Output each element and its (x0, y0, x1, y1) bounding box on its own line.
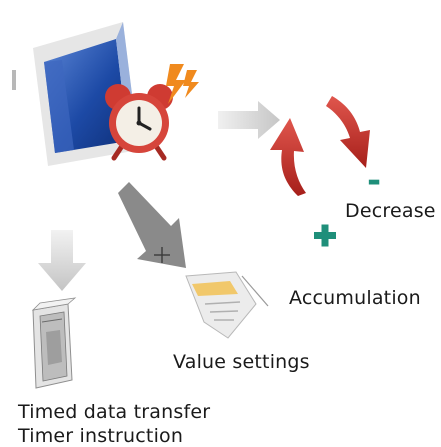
label-timer-instruction: Timer instruction (18, 425, 184, 447)
alarm-clock-icon (105, 84, 173, 161)
controller-module-icon (31, 297, 77, 389)
minus-symbol: - (367, 161, 381, 201)
label-timed-data-transfer: Timed data transfer (18, 401, 211, 423)
label-decrease: Decrease (345, 200, 436, 222)
red-arrow-down (326, 96, 370, 168)
label-accumulation: Accumulation (289, 287, 421, 309)
lightning-icon (166, 64, 199, 104)
gray-right-arrow (218, 101, 280, 139)
dark-diagonal-arrow (118, 182, 186, 268)
label-value-settings: Value settings (173, 351, 310, 373)
gray-down-arrow (38, 230, 86, 291)
red-arrow-up (270, 118, 306, 196)
plus-symbol (314, 224, 336, 247)
document-icon (185, 271, 269, 339)
